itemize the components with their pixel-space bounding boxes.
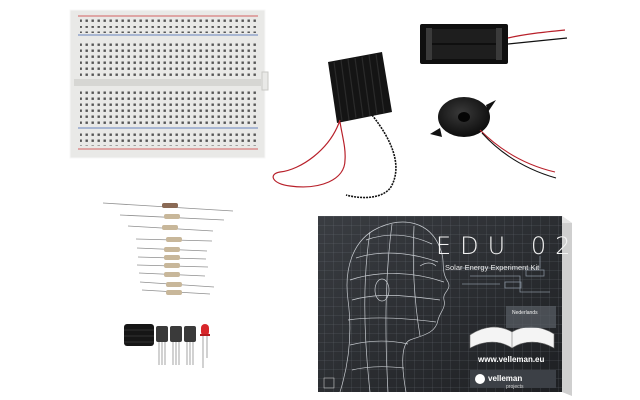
- kit-box: EDU 02 Solar Energy Experiment Kit Neder…: [318, 216, 579, 396]
- box-corner-mark: [323, 377, 335, 389]
- language-label: Nederlands: [512, 310, 538, 316]
- piezo-buzzer: [430, 97, 557, 179]
- brand-bar: [470, 370, 556, 388]
- kit-title: EDU 02: [436, 232, 579, 260]
- transistors: [156, 326, 196, 365]
- brand-sub: projects: [506, 384, 524, 390]
- brand-name: velleman: [488, 374, 522, 383]
- battery-holder: [420, 24, 568, 64]
- brand-logo-icon: [475, 374, 485, 384]
- solar-cell: [272, 52, 397, 199]
- manual-book-icon: [469, 326, 555, 349]
- breadboard: [69, 9, 269, 159]
- kit-subtitle: Solar Energy Experiment Kit: [445, 263, 540, 272]
- resistor-bodies: [162, 203, 182, 295]
- ic-chip: [124, 324, 154, 346]
- wireframe-head: [339, 221, 450, 393]
- language-panel: [506, 306, 556, 328]
- red-led: [200, 324, 210, 368]
- website: www.velleman.eu: [477, 355, 545, 364]
- circuit-traces: [460, 256, 550, 293]
